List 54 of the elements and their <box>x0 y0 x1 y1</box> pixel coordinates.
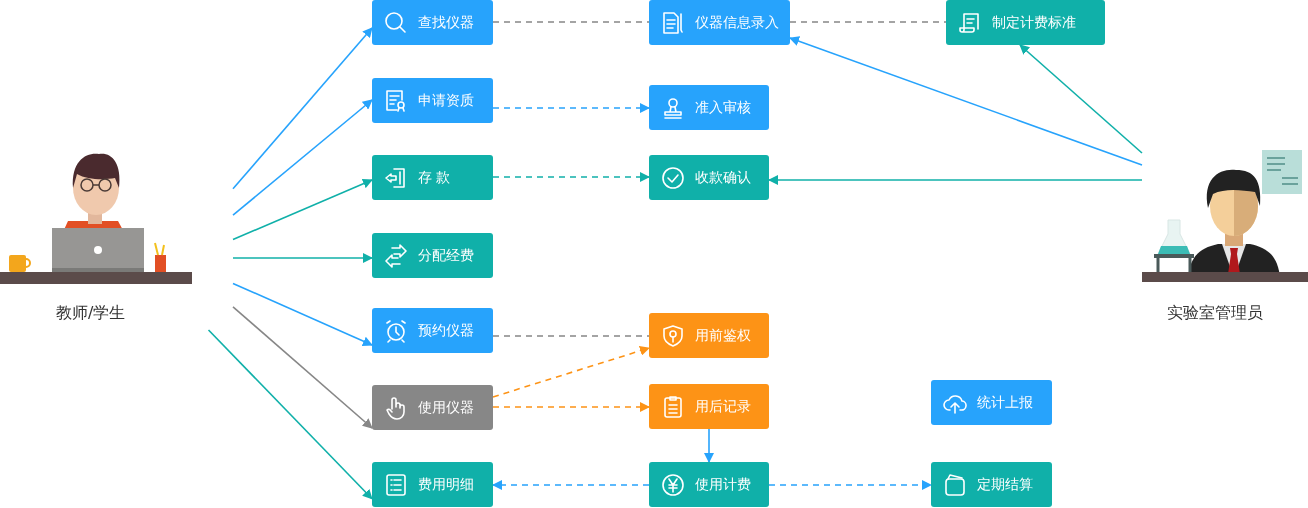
box-label: 查找仪器 <box>418 13 474 32</box>
arrow <box>768 480 932 490</box>
arrow <box>492 402 650 412</box>
arrow <box>768 175 1143 185</box>
process-box <box>946 0 1105 45</box>
arrow <box>492 103 650 113</box>
arrow <box>789 36 1143 166</box>
dashed-connector <box>492 21 650 23</box>
process-box <box>649 85 769 130</box>
arrow <box>207 329 373 500</box>
box-label: 仪器信息录入 <box>695 13 779 32</box>
box-label: 收款确认 <box>695 168 751 187</box>
process-box <box>649 462 769 507</box>
process-box <box>372 462 493 507</box>
arrow <box>232 178 373 241</box>
arrow <box>232 27 373 190</box>
dashed-connector <box>789 21 947 23</box>
process-box <box>372 308 493 353</box>
process-box <box>649 384 769 429</box>
box-label: 使用仪器 <box>418 398 474 417</box>
arrow <box>232 99 373 216</box>
box-label: 存 款 <box>418 168 451 187</box>
arrow <box>232 306 373 429</box>
box-label: 用前鉴权 <box>695 326 751 345</box>
process-box <box>931 380 1052 425</box>
box-label: 分配经费 <box>418 246 474 265</box>
process-box <box>372 78 493 123</box>
box-label: 制定计费标准 <box>992 13 1076 32</box>
box-label: 定期结算 <box>977 475 1033 494</box>
process-box <box>372 155 493 200</box>
arrow <box>704 428 714 463</box>
process-box <box>649 0 790 45</box>
arrow <box>1019 44 1143 154</box>
box-label: 准入审核 <box>695 98 751 117</box>
arrow <box>492 480 650 490</box>
box-label: 预约仪器 <box>418 321 474 340</box>
box-label: 用后记录 <box>695 397 751 416</box>
arrow <box>232 282 373 346</box>
process-box <box>931 462 1052 507</box>
process-box <box>372 233 493 278</box>
arrow <box>492 172 650 182</box>
process-box <box>372 385 493 430</box>
dashed-connector <box>492 335 650 337</box>
arrow <box>232 253 373 263</box>
role-label: 教师/学生 <box>56 303 126 324</box>
box-label: 申请资质 <box>418 91 474 110</box>
arrow <box>492 345 650 398</box>
process-box <box>372 0 493 45</box>
process-box <box>649 313 769 358</box>
box-label: 使用计费 <box>695 475 751 494</box>
box-label: 费用明细 <box>418 475 474 494</box>
box-label: 统计上报 <box>977 393 1033 412</box>
process-box <box>649 155 769 200</box>
role-label: 实验室管理员 <box>1167 303 1263 324</box>
